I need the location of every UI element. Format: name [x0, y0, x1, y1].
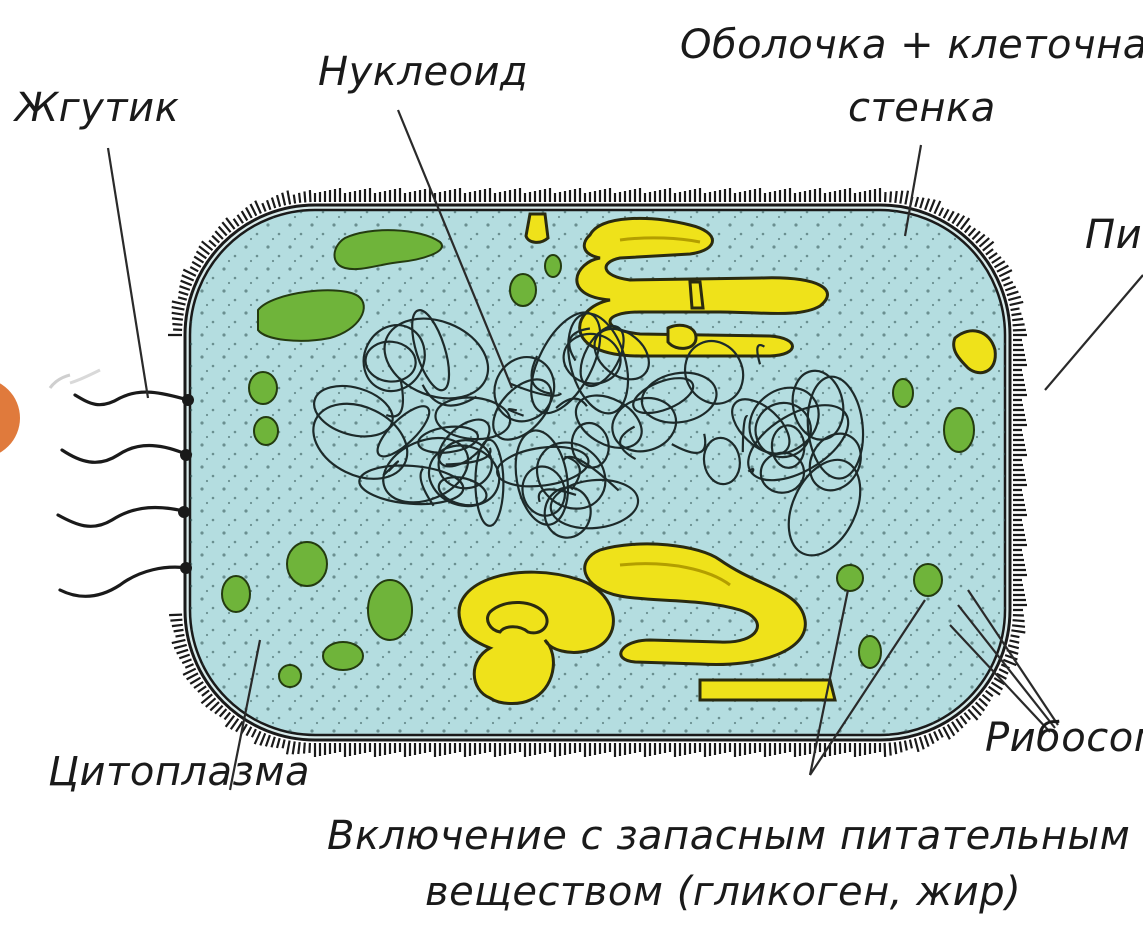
label-flagellum: Жгутик	[15, 88, 179, 128]
label-ribosomes: Рибосом	[985, 718, 1143, 758]
label-cytoplasm: Цитоплазма	[48, 752, 310, 792]
label-nucleoid: Нуклеоид	[318, 52, 528, 92]
label-membrane-line1: Оболочка + клеточная	[680, 25, 1143, 65]
label-membrane-line2: стенка	[848, 88, 996, 128]
flagella	[50, 370, 194, 596]
label-inclusion-line2: веществом (гликоген, жир)	[425, 872, 1021, 912]
label-pili: Пи	[1085, 215, 1142, 255]
label-inclusion-line1: Включение с запасным питательным	[327, 816, 1130, 856]
side-circle-decoration	[0, 378, 20, 458]
